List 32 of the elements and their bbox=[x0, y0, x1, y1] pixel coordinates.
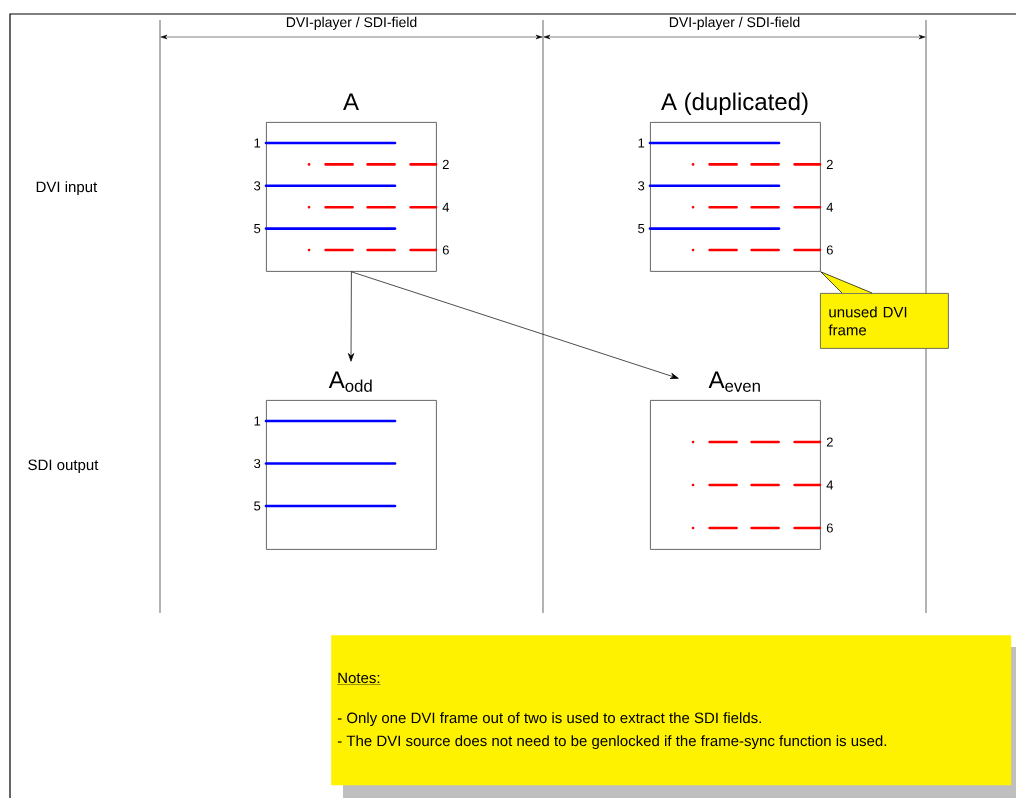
line-number: 4 bbox=[826, 202, 834, 212]
line-number: 2 bbox=[826, 437, 833, 447]
line-number: 5 bbox=[254, 224, 261, 234]
line-number: 6 bbox=[826, 523, 833, 533]
line-number: 6 bbox=[442, 245, 449, 255]
row-label: SDI output bbox=[28, 459, 99, 474]
line-number: 1 bbox=[254, 138, 261, 148]
line-number: 1 bbox=[254, 416, 261, 426]
line-number: 5 bbox=[638, 224, 645, 234]
box-title: A bbox=[343, 93, 359, 110]
line-number: 3 bbox=[638, 181, 645, 191]
dimension-label: DVI-player / SDI-field bbox=[286, 16, 417, 30]
box-title: A$_{even}$ bbox=[708, 371, 760, 392]
box-title: A (duplicated) bbox=[661, 92, 808, 115]
line-number: 6 bbox=[826, 245, 833, 255]
line-number: 5 bbox=[254, 501, 261, 511]
line-number: 4 bbox=[826, 480, 834, 490]
line-number: 2 bbox=[826, 159, 833, 169]
box-title: A$_{odd}$ bbox=[328, 371, 372, 392]
arrow bbox=[351, 271, 679, 379]
notes-heading: Notes: bbox=[337, 672, 381, 685]
line-number: 4 bbox=[442, 202, 450, 212]
line-number: 2 bbox=[442, 159, 449, 169]
dimension-label: DVI-player / SDI-field bbox=[669, 16, 800, 30]
note-text: - Only one DVI frame out of two is used to extract the SDI fields. bbox=[337, 712, 761, 727]
line-number: 3 bbox=[254, 181, 261, 191]
note-text: - The DVI source does not need to be genlocked if the frame-sync function is used. bbox=[337, 735, 887, 750]
line-number: 1 bbox=[638, 138, 645, 148]
row-label: DVI input bbox=[36, 181, 98, 196]
arrow bbox=[347, 271, 355, 362]
line-number: 3 bbox=[254, 458, 261, 469]
callout-pointer bbox=[820, 271, 873, 294]
